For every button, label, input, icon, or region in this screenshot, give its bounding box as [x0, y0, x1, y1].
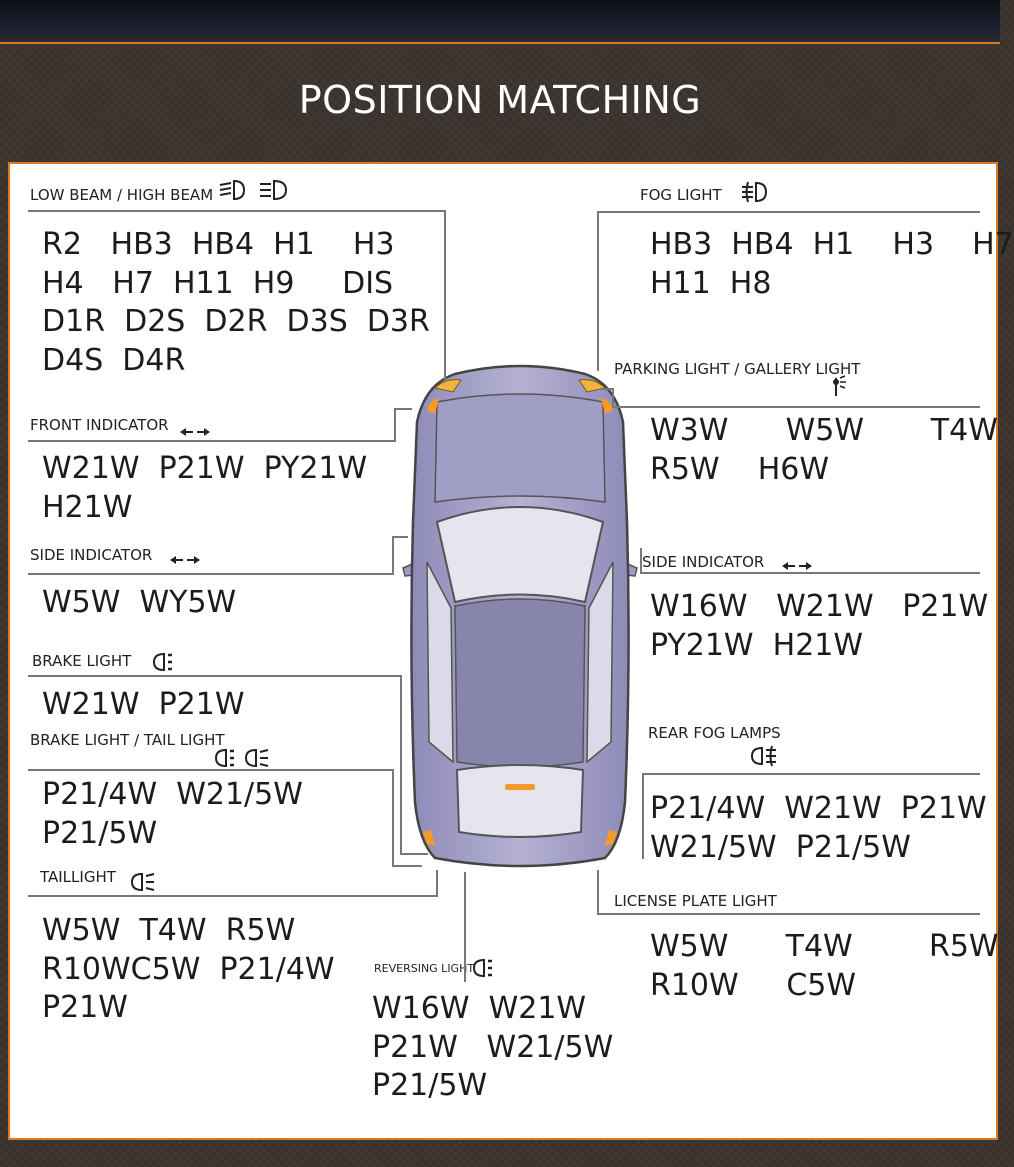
taillight-icon: [130, 872, 155, 892]
rear-fog-lamps-label: REAR FOG LAMPS: [648, 724, 781, 742]
top-banner: [0, 0, 1000, 44]
low-high-beam-label: LOW BEAM / HIGH BEAM: [30, 186, 214, 204]
parking-light-label: PARKING LIGHT / GALLERY LIGHT: [614, 360, 861, 378]
parking-light-icon: [833, 375, 846, 396]
taillight-codes: W5W T4W R5W R10WC5W P21/4W P21W: [42, 913, 335, 1025]
reversing-light-codes: W16W W21W P21W W21/5W P21/5W: [372, 991, 614, 1103]
side-indicator-right-label: SIDE INDICATOR: [642, 553, 765, 571]
reversing-light-icon: [472, 958, 492, 978]
brake-light-codes: W21W P21W: [42, 687, 245, 722]
fog-light-icon: [742, 181, 768, 203]
brake-tail-light-codes: P21/4W W21/5W P21/5W: [42, 777, 303, 851]
fog-light-codes: HB3 HB4 H1 H3 H7 H11 H8: [650, 227, 1014, 301]
rear-fog-icon: [750, 745, 776, 767]
side-indicator-right-arrows-icon: [782, 562, 812, 570]
license-plate-light-label: LICENSE PLATE LIGHT: [614, 892, 777, 910]
reversing-light-label: REVERSING LIGHT: [374, 962, 475, 975]
side-indicator-right-codes: W16W W21W P21W PY21W H21W: [650, 589, 989, 663]
side-indicator-left-codes: W5W WY5W: [42, 585, 237, 620]
diagram-panel: LOW BEAM / HIGH BEAM R2 HB3 HB4 H1 H3 H4…: [8, 162, 1014, 1140]
front-indicator-label: FRONT INDICATOR: [30, 416, 169, 434]
brake-tail-light-label: BRAKE LIGHT / TAIL LIGHT: [30, 731, 225, 749]
front-indicator-codes: W21W P21W PY21W H21W: [42, 451, 368, 525]
front-indicator-arrows-icon: [180, 428, 210, 436]
side-indicator-left-arrows-icon: [170, 556, 200, 564]
license-plate-light-codes: W5W T4W R5W R10W C5W: [650, 929, 999, 1003]
car-top-view-illustration: [402, 364, 638, 868]
low-high-beam-codes: R2 HB3 HB4 H1 H3 H4 H7 H11 H9 DIS D1R D2…: [42, 227, 430, 378]
tail-light-icon: [244, 748, 269, 768]
high-beam-icon: [260, 179, 288, 201]
page-title: POSITION MATCHING: [298, 78, 702, 122]
brake-light-icon: [152, 652, 172, 672]
parking-light-codes: W3W W5W T4W R5W H6W: [650, 413, 998, 487]
fog-light-label: FOG LIGHT: [640, 186, 722, 204]
taillight-label: TAILLIGHT: [40, 868, 116, 886]
low-beam-icon: [219, 179, 246, 201]
brake-light-label: BRAKE LIGHT: [32, 652, 132, 670]
side-indicator-left-label: SIDE INDICATOR: [30, 546, 153, 564]
rear-fog-lamps-codes: P21/4W W21W P21W W21/5W P21/5W: [650, 791, 987, 865]
brake-light-icon-2: [214, 748, 234, 768]
